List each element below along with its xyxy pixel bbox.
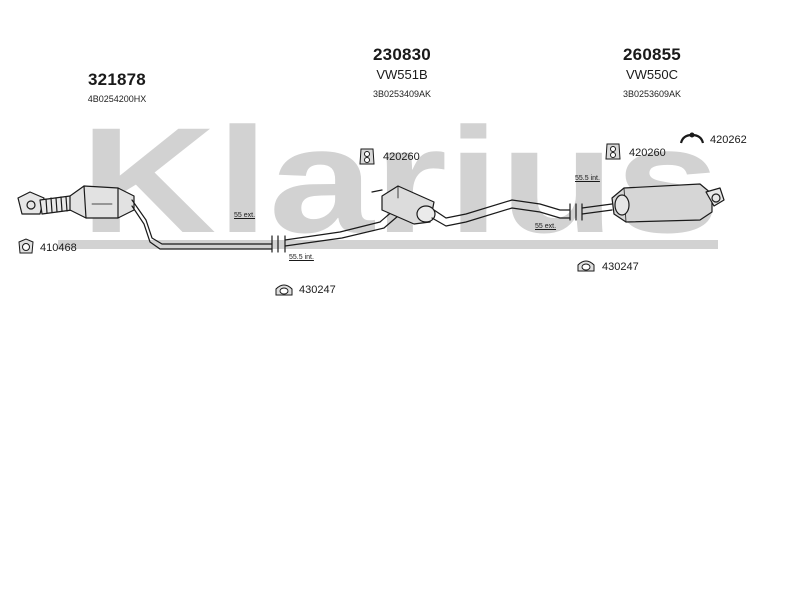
mounting-rubber-icon — [275, 284, 293, 296]
joint-label-rear-ext: 55 ext. — [535, 223, 557, 230]
flex-pipe — [39, 195, 73, 215]
joint-front — [271, 235, 286, 253]
joint-label-front-ext: 55 ext. — [234, 212, 256, 219]
middle-section-oem-number: 3B0253409AK — [372, 89, 432, 99]
mounting-rubber-icon — [577, 260, 595, 272]
accessory-ref-430247-rear: 430247 — [602, 261, 639, 273]
gasket-icon — [18, 238, 34, 254]
rear-pipe — [581, 203, 613, 215]
tail-pipe — [705, 187, 725, 207]
rear-section-oem-number: 3B0253609AK — [622, 89, 682, 99]
accessory-ref-420260-middle: 420260 — [383, 151, 420, 163]
accessory-ref-420262: 420262 — [710, 134, 747, 146]
middle-section-model: VW551B — [376, 67, 428, 82]
middle-section-part-number: 230830 — [373, 45, 431, 64]
rear-section-part-number: 260855 — [623, 45, 681, 64]
rear-section-model: VW550C — [625, 67, 679, 82]
middle-pipe-rear — [431, 199, 571, 227]
catalytic-converter — [69, 185, 135, 219]
middle-silencer — [371, 185, 436, 225]
joint-label-front-int: 55.5 int. — [289, 254, 314, 261]
accessory-ref-420260-rear: 420260 — [629, 147, 666, 159]
hanger-rubber-icon — [605, 143, 621, 160]
accessory-ref-410468: 410468 — [40, 242, 77, 254]
joint-rear — [569, 203, 583, 221]
front-section-oem-number: 4B0254200HX — [87, 94, 147, 104]
joint-label-rear-int: 55.5 int. — [575, 175, 600, 182]
hanger-rubber-icon — [359, 148, 375, 165]
front-pipe — [131, 199, 273, 250]
middle-pipe-front — [284, 209, 399, 247]
watermark-underline — [58, 240, 718, 249]
watermark-text: Klarius — [80, 96, 720, 264]
front-section-part-number: 321878 — [88, 70, 146, 89]
accessory-ref-430247-front: 430247 — [299, 284, 336, 296]
bracket-icon — [679, 132, 705, 144]
rear-silencer — [611, 183, 713, 223]
